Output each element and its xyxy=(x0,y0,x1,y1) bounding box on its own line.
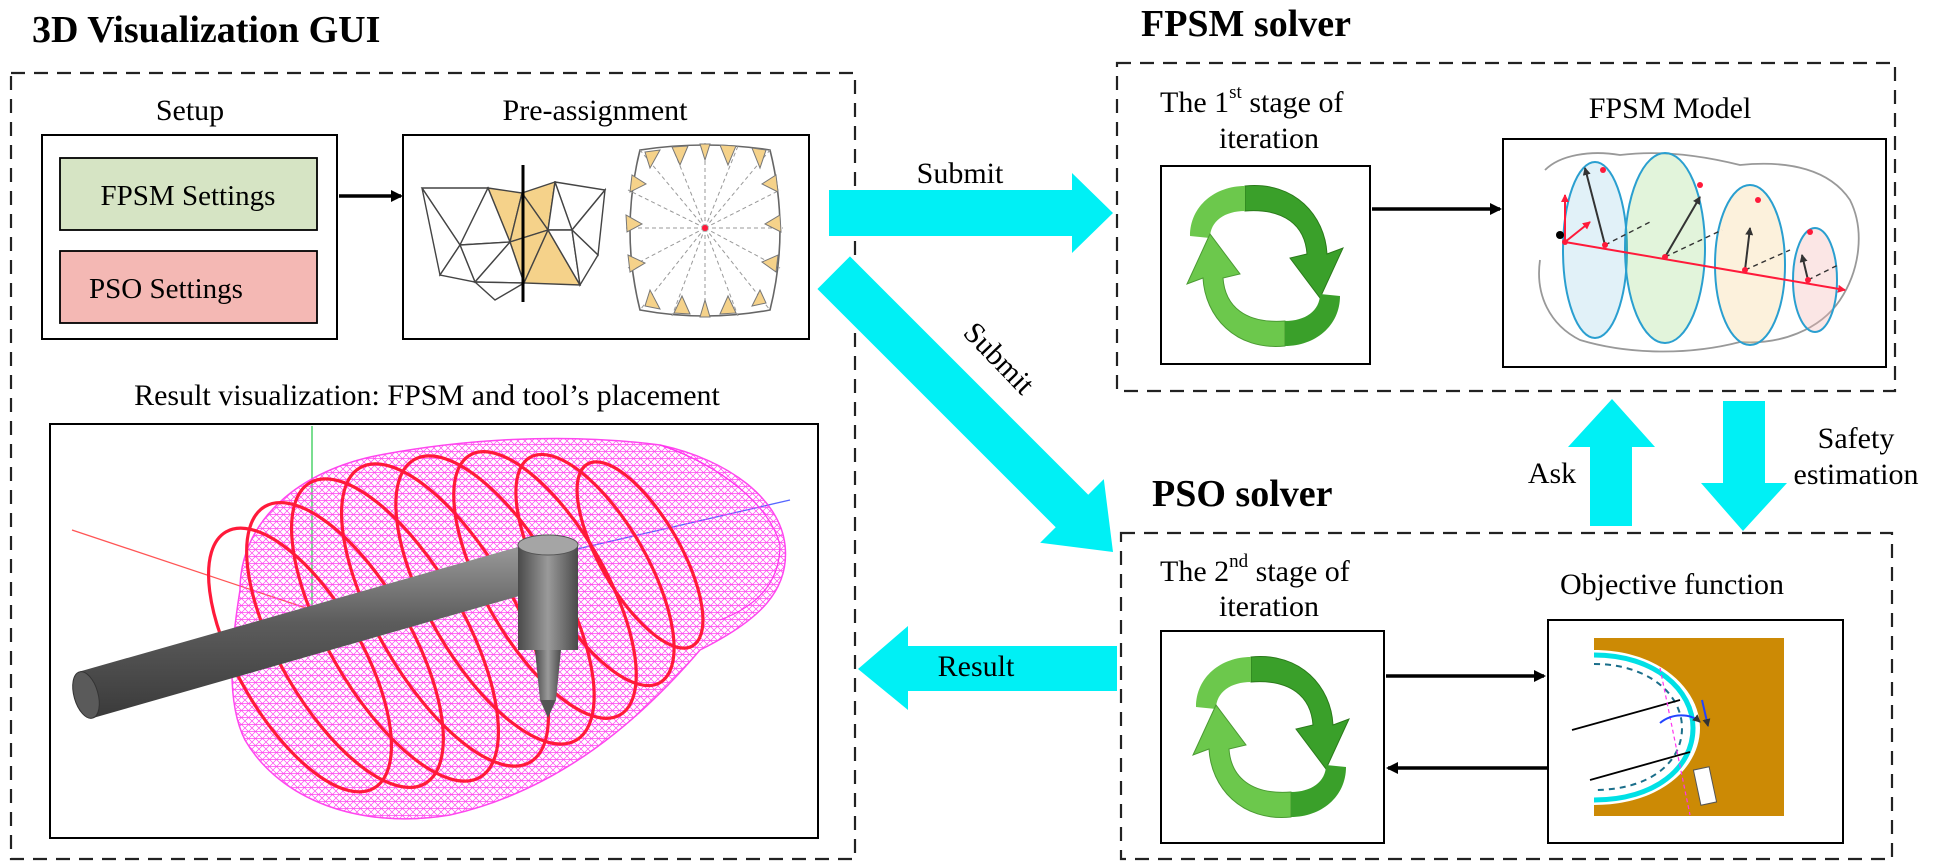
result-panel: Result visualization: FPSM and tool’s pl… xyxy=(49,379,819,839)
result-title: Result visualization: FPSM and tool’s pl… xyxy=(134,379,720,412)
pso-stage-line2: iteration xyxy=(1219,590,1319,623)
objective-title: Objective function xyxy=(1560,568,1784,601)
tool-model xyxy=(72,534,579,719)
submit-top-label: Submit xyxy=(917,157,1004,190)
pso-settings-box[interactable] xyxy=(59,250,318,324)
fpsm-3d-render xyxy=(71,426,791,820)
safety-label-line2: estimation xyxy=(1794,458,1919,491)
submit-diag-arrow xyxy=(817,256,1113,552)
setup-title: Setup xyxy=(156,94,224,127)
ask-arrow xyxy=(1568,399,1655,526)
pso-solver-title: PSO solver xyxy=(1152,473,1333,515)
fpsm-stage-line1: The 1st stage of xyxy=(1160,82,1343,119)
gui-title: 3D Visualization GUI xyxy=(32,9,380,51)
fpsm-stage-line2: iteration xyxy=(1219,122,1319,155)
radial-mesh-illustration xyxy=(625,143,783,318)
fpsm-settings-box[interactable] xyxy=(59,157,318,231)
fpsm-solver-title: FPSM solver xyxy=(1141,3,1351,45)
pso-stage-line1: The 2nd stage of xyxy=(1160,551,1350,588)
pso-solver-frame xyxy=(1119,531,1894,861)
mesh-surface xyxy=(231,437,787,820)
safety-estimation-arrow xyxy=(1701,401,1787,531)
objective-illustration xyxy=(1571,638,1784,816)
triangle-mesh-illustration xyxy=(420,180,607,301)
fpsm-model-title: FPSM Model xyxy=(1589,92,1752,125)
gui-section: 3D Visualization GUI Setup FPSM Settings… xyxy=(9,9,857,861)
result-arrow xyxy=(858,626,1117,710)
fpsm-solver-frame xyxy=(1115,61,1897,393)
fpsm-cycle-icon xyxy=(1186,185,1344,347)
pso-cycle-icon xyxy=(1192,656,1350,818)
preassign-title: Pre-assignment xyxy=(503,94,689,127)
fpsm-model-illustration xyxy=(1538,152,1860,353)
preassign-panel: Pre-assignment xyxy=(402,94,810,340)
fpsm-settings-label: FPSM Settings xyxy=(101,180,276,212)
pso-settings-label: PSO Settings xyxy=(89,273,243,305)
fpsm-solver-section: FPSM solver The 1st stage of iteration F… xyxy=(1115,3,1897,393)
setup-panel: Setup FPSM Settings PSO Settings xyxy=(41,94,338,340)
fpsm-settings-button[interactable]: FPSM Settings xyxy=(59,157,318,231)
ask-label: Ask xyxy=(1528,457,1576,490)
result-label: Result xyxy=(938,650,1015,683)
connections: Submit Submit Result Ask Safety estimati… xyxy=(817,157,1919,710)
pso-solver-section: PSO solver The 2nd stage of iteration Ob… xyxy=(1119,473,1894,861)
submit-top-arrow xyxy=(829,173,1113,253)
safety-label-line1: Safety xyxy=(1818,422,1895,455)
gui-frame xyxy=(9,71,857,861)
pso-settings-button[interactable]: PSO Settings xyxy=(59,250,318,324)
